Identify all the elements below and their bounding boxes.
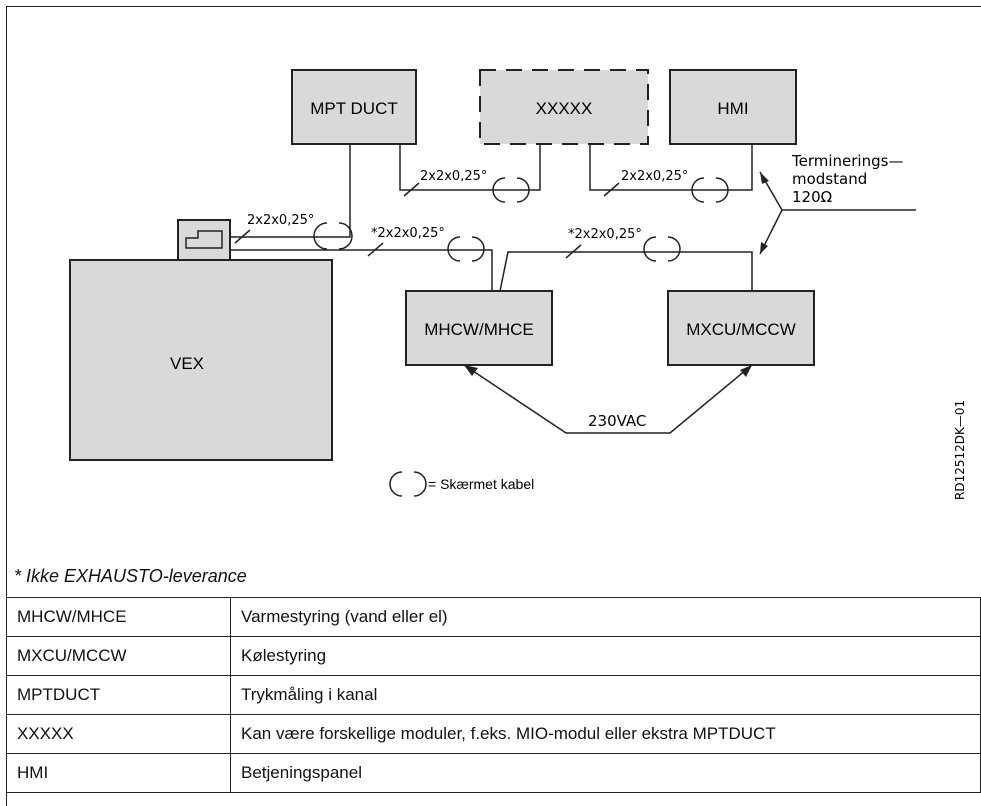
xxxxx-box (479, 69, 649, 145)
hmi-label: HMI (717, 99, 748, 118)
hmi-box (669, 69, 797, 145)
vex-box (69, 259, 333, 461)
footnote: * Ikke EXHAUSTO-leverance (14, 566, 247, 586)
arrowhead (760, 242, 768, 254)
wiring-diagram: MPT DUCT XXXXX HMI VEX MHCW/MHCE MXCU/MC… (69, 69, 967, 500)
shield-symbol (492, 177, 530, 203)
arrowhead (760, 172, 769, 184)
cable-label: 2x2x0,25° (247, 213, 314, 228)
legend-description: Betjeningspanel (230, 753, 981, 793)
termination-line-3: 120Ω (792, 188, 832, 206)
arrowhead (740, 365, 752, 377)
legend-code: HMI (6, 753, 231, 793)
cable-xxxxx-hmi (589, 144, 753, 191)
drawing-id: RD12512DK—01 (953, 400, 967, 500)
mhcw-label: MHCW/MHCE (424, 320, 534, 339)
shield-symbol (691, 177, 729, 203)
legend-code: XXXXX (6, 714, 231, 754)
shield-symbol (313, 222, 353, 250)
mxcu-label: MXCU/MCCW (686, 320, 796, 339)
vex-label: VEX (170, 354, 204, 373)
mhcw-box (405, 290, 553, 366)
cable-mpt-xxxxx (399, 144, 541, 191)
cable-label: 2x2x0,25° (621, 169, 688, 184)
shield-symbol (447, 236, 485, 262)
legend-description: Varmestyring (vand eller el) (230, 597, 981, 637)
termination-line-1: Terminerings— (791, 152, 903, 170)
shield-legend-icon (389, 471, 427, 497)
connector-symbol (185, 230, 223, 249)
legend-description: Kølestyring (230, 636, 981, 676)
arrowhead (464, 365, 478, 376)
mpt-duct-box (291, 69, 417, 145)
termination-line-2: modstand (792, 170, 867, 188)
legend-description: Kan være forskellige moduler, f.eks. MIO… (230, 714, 981, 754)
diagram-frame (6, 6, 981, 806)
cable-label: 2x2x0,25° (420, 169, 487, 184)
legend-code: MXCU/MCCW (6, 636, 231, 676)
legend-description: Trykmåling i kanal (230, 675, 981, 715)
shield-symbol (643, 236, 681, 262)
shield-legend-text: = Skærmet kabel (428, 476, 534, 492)
cable-mhcw-mxcu (499, 251, 753, 292)
mpt-duct-label: MPT DUCT (310, 99, 398, 118)
cable-label: *2x2x0,25° (371, 226, 445, 241)
legend-code: MHCW/MHCE (6, 597, 231, 637)
cable-label: *2x2x0,25° (568, 227, 642, 242)
power-label: 230VAC (588, 412, 646, 430)
cable-controller-mhcw (230, 249, 493, 291)
xxxxx-label: XXXXX (536, 99, 593, 118)
mxcu-box (667, 290, 815, 366)
cable-controller-mpt (230, 144, 351, 238)
legend-code: MPTDUCT (6, 675, 231, 715)
power-line (463, 364, 753, 434)
